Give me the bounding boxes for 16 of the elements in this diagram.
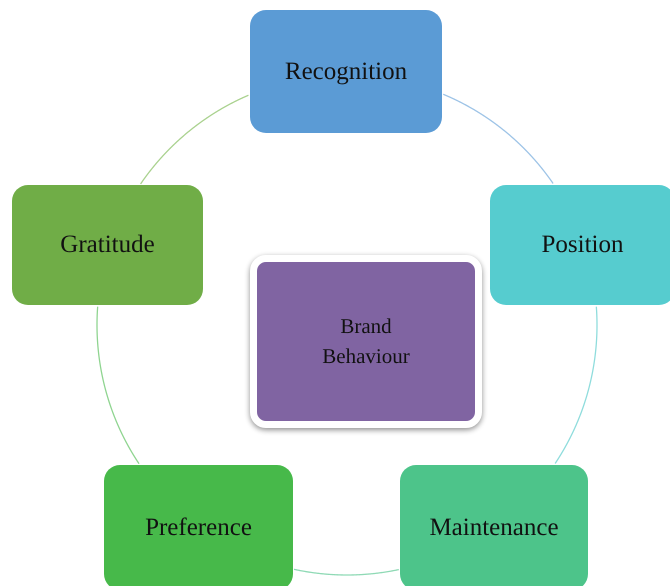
stage-box	[400, 465, 588, 586]
stage-label: Maintenance	[428, 512, 560, 542]
connector-arc	[554, 306, 598, 464]
stage-label: Position	[540, 230, 624, 260]
stage-label: Preference	[144, 512, 253, 542]
connector-arc	[443, 94, 554, 184]
stage-box	[12, 185, 203, 305]
connector-arc	[96, 306, 140, 464]
stage-label: Recognition	[284, 56, 408, 86]
stage-box	[490, 185, 670, 305]
stage-label: Gratitude	[59, 230, 156, 260]
stage-label: Brand Behaviour	[321, 313, 411, 370]
connector-arc	[294, 568, 399, 576]
connector-arc	[140, 94, 249, 184]
stage-box	[250, 10, 442, 133]
stage-box	[104, 465, 293, 586]
